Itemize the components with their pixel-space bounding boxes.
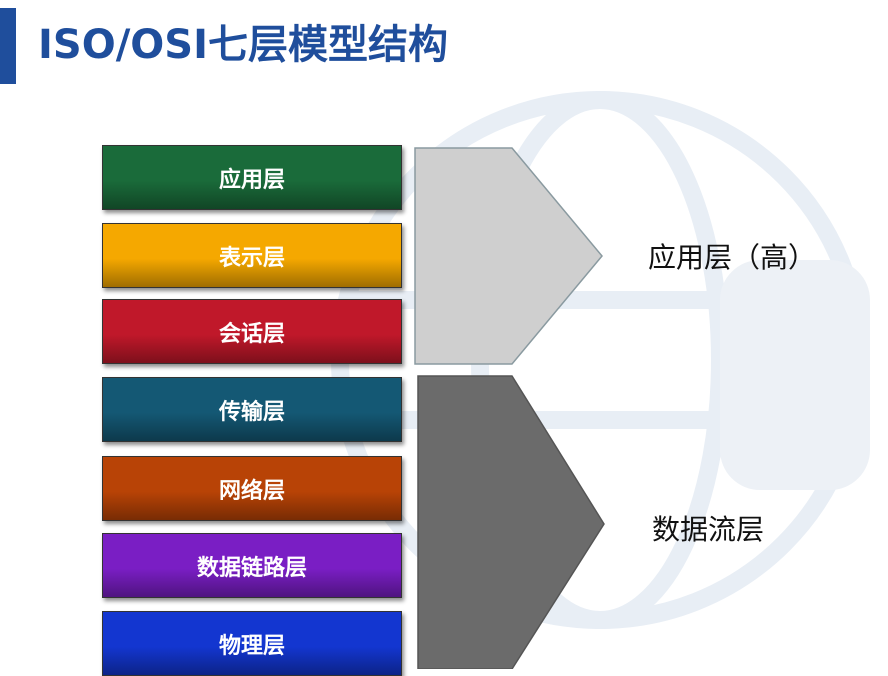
layer-label: 网络层 (218, 477, 285, 504)
layer-label: 应用层 (218, 166, 285, 193)
layer-session: 会话层 (102, 299, 402, 364)
title-accent-bar (0, 8, 16, 84)
layer-label: 传输层 (218, 398, 285, 425)
group-label-lower: 数据流层 (652, 513, 765, 546)
layer-label: 会话层 (218, 320, 285, 347)
layer-data-link: 数据链路层 (102, 533, 402, 598)
layer-label: 数据链路层 (196, 554, 307, 581)
layer-label: 物理层 (218, 632, 285, 659)
layer-label: 表示层 (218, 244, 285, 271)
layer-network: 网络层 (102, 456, 402, 521)
upper-group-chevron (414, 147, 603, 365)
layer-application: 应用层 (102, 145, 402, 210)
lower-group-chevron (417, 375, 605, 669)
group-label-upper: 应用层（高） (648, 241, 817, 274)
layer-physical: 物理层 (102, 611, 402, 676)
layer-presentation: 表示层 (102, 223, 402, 288)
page-title: ISO/OSI七层模型结构 (38, 22, 448, 68)
layer-transport: 传输层 (102, 377, 402, 442)
